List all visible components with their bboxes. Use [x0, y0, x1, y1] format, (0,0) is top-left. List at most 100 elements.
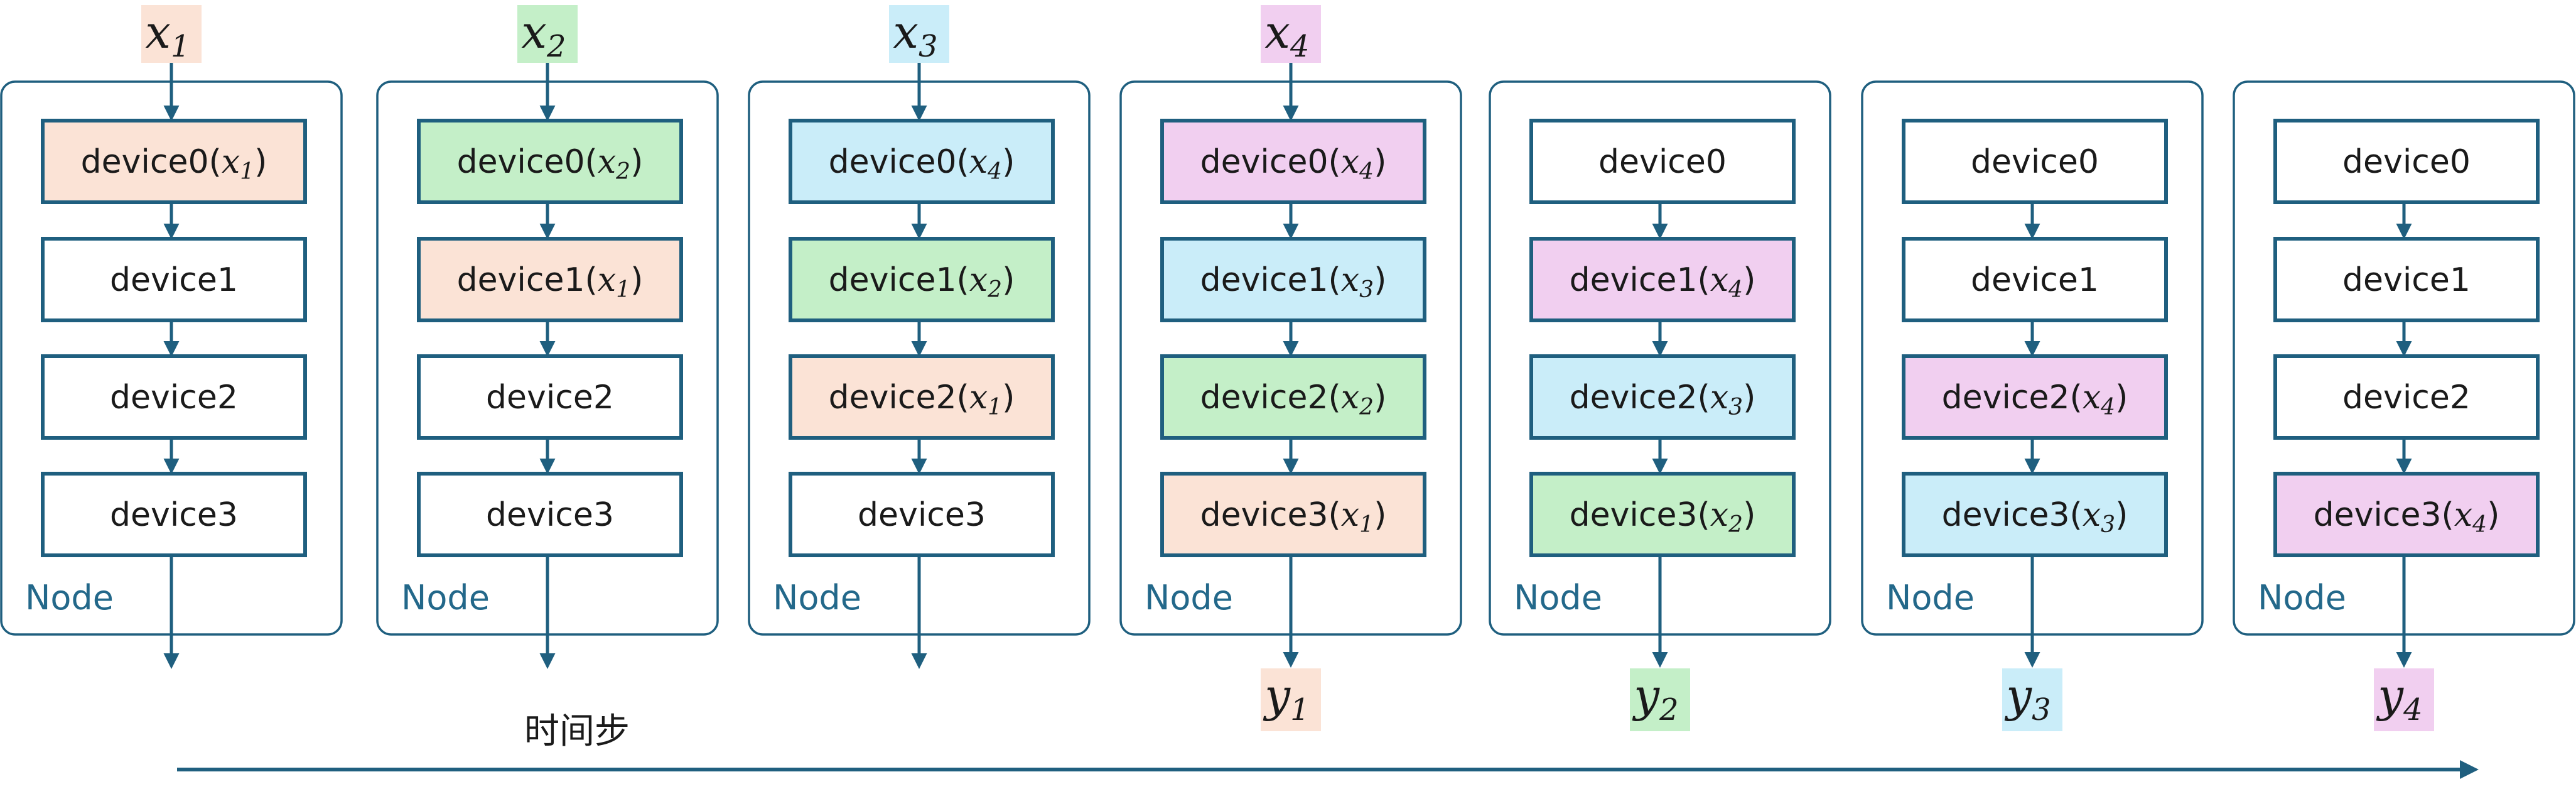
- device-name: device0: [1971, 143, 2099, 181]
- device2-box: device2: [417, 354, 683, 440]
- input-label-bg: [889, 5, 949, 63]
- paren-close: ): [1374, 496, 1386, 534]
- device-box-rect: [789, 119, 1055, 204]
- device2-box: device2(x1): [789, 354, 1055, 440]
- device-label: device3: [110, 496, 238, 534]
- output-label: y3: [2004, 669, 2051, 727]
- device-arg-base: x: [1341, 261, 1359, 299]
- device-arg-base: x: [1710, 261, 1728, 299]
- device-label: device3: [486, 496, 614, 534]
- device-box-rect: [1902, 237, 2168, 322]
- device-box-rect: [789, 472, 1055, 557]
- device-label: device3(x2): [1570, 496, 1756, 538]
- device1-box: device1(x2): [789, 237, 1055, 322]
- device-name: device0: [829, 143, 957, 181]
- device-arg-base: x: [969, 379, 988, 416]
- time-step-2: Nodex2device0(x2)device1(x1)device2devic…: [376, 5, 719, 669]
- device-box-rect: [1160, 237, 1426, 322]
- device-arg-base: x: [1341, 143, 1359, 181]
- device-name: device3: [110, 496, 238, 534]
- device-name: device2: [110, 379, 238, 416]
- node-label: Node: [1514, 578, 1602, 618]
- paren-close: ): [2115, 496, 2128, 534]
- device1-box: device1: [41, 237, 307, 322]
- device-name: device2: [2342, 379, 2471, 416]
- device-arg-base: x: [598, 143, 616, 181]
- device-arg-base: x: [969, 143, 988, 181]
- device-arg-base: x: [2454, 496, 2472, 534]
- device-label: device2: [110, 379, 238, 416]
- device-box-rect: [417, 119, 683, 204]
- device-name: device2: [1570, 379, 1698, 416]
- paren-close: ): [2487, 496, 2499, 534]
- input-label: x2: [521, 6, 566, 64]
- device-arg-subscript: 2: [1728, 512, 1743, 538]
- time-step-4: Nodex4device0(x4)device1(x3)device2(x2)d…: [1119, 5, 1462, 731]
- input-label: x1: [145, 6, 190, 64]
- device-box-rect: [1529, 472, 1796, 557]
- device-arg-base: x: [969, 261, 988, 299]
- device-box-rect: [41, 119, 307, 204]
- paren-close: ): [630, 143, 643, 181]
- device-arg-subscript: 1: [1359, 512, 1374, 538]
- device0-box: device0: [1902, 119, 2168, 204]
- device-box-rect: [2273, 354, 2540, 440]
- device-label: device2(x3): [1570, 379, 1756, 420]
- output-label-subscript: 4: [2403, 692, 2423, 727]
- output-label: y2: [1632, 669, 1678, 727]
- device-label: device1: [110, 261, 238, 299]
- input-label-subscript: 4: [1290, 29, 1310, 64]
- node-label: Node: [2258, 578, 2346, 618]
- device-arg-subscript: 4: [987, 159, 1002, 185]
- paren-open: (: [2442, 496, 2454, 534]
- paren-open: (: [1698, 261, 1710, 299]
- device-box-rect: [2273, 237, 2540, 322]
- paren-close: ): [1743, 261, 1755, 299]
- paren-close: ): [1002, 143, 1015, 181]
- paren-close: ): [1374, 143, 1386, 181]
- output-label: y4: [2376, 669, 2422, 727]
- device-arg-subscript: 3: [1359, 277, 1374, 303]
- device-label: device3(x3): [1942, 496, 2128, 538]
- device-name: device1: [2342, 261, 2471, 299]
- device-box-rect: [41, 354, 307, 440]
- paren-open: (: [957, 143, 969, 181]
- device-name: device1: [1200, 261, 1328, 299]
- device-arg-subscript: 4: [2100, 394, 2115, 420]
- node-label: Node: [401, 578, 490, 618]
- device-name: device0: [1200, 143, 1328, 181]
- input-label-subscript: 1: [171, 29, 190, 64]
- input-label-bg: [1261, 5, 1321, 63]
- device-box-rect: [1902, 119, 2168, 204]
- device2-box: device2(x3): [1529, 354, 1796, 440]
- device-name: device1: [110, 261, 238, 299]
- device-box-rect: [789, 354, 1055, 440]
- device-name: device3: [1200, 496, 1328, 534]
- paren-open: (: [1698, 496, 1710, 534]
- node-label: Node: [773, 578, 861, 618]
- device-name: device0: [457, 143, 585, 181]
- device-arg-subscript: 4: [1728, 277, 1743, 303]
- device1-box: device1(x3): [1160, 237, 1426, 322]
- time-axis: 时间步: [177, 711, 2479, 779]
- device-label: device0: [1598, 143, 1727, 181]
- device-name: device3: [858, 496, 986, 534]
- device-arg-subscript: 2: [987, 277, 1002, 303]
- device-label: device1(x4): [1570, 261, 1756, 303]
- device-box-rect: [1529, 237, 1796, 322]
- device-arg-base: x: [1710, 379, 1728, 416]
- device1-box: device1(x1): [417, 237, 683, 322]
- device-box-rect: [2273, 472, 2540, 557]
- output-label-bg: [2002, 668, 2062, 731]
- device3-box: device3(x4): [2273, 472, 2540, 557]
- device-arg-base: x: [1710, 496, 1728, 534]
- device-box-rect: [417, 354, 683, 440]
- node-label: Node: [1886, 578, 1975, 618]
- device-label: device3(x4): [2314, 496, 2500, 538]
- device-label: device2: [2342, 379, 2471, 416]
- device-arg-subscript: 1: [988, 394, 1002, 420]
- paren-close: ): [1743, 496, 1755, 534]
- time-step-5: Node device0 device1(x4) device2(x3) device3…: [1489, 80, 1831, 731]
- device-arg-subscript: 1: [616, 277, 630, 303]
